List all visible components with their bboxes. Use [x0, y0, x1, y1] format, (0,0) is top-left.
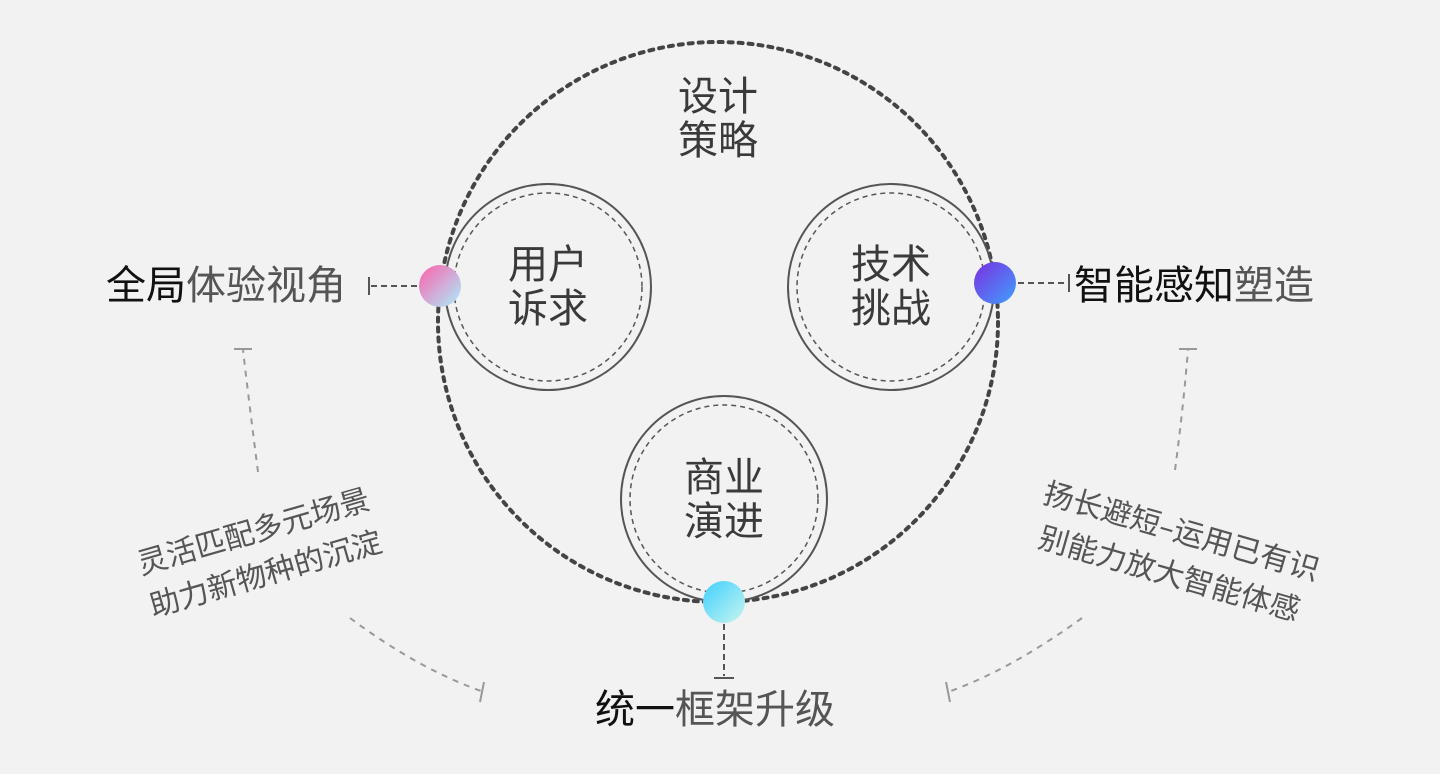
center-title-line2: 策略	[678, 118, 758, 164]
user-node-line1: 用户	[508, 242, 588, 288]
right-label-bold: 智能感知	[1074, 263, 1234, 309]
tech-node-line1: 技术	[851, 242, 931, 288]
business-node-label: 商业 演进	[674, 456, 774, 544]
right-connector	[1018, 274, 1070, 292]
left-note-curve-up	[234, 348, 259, 473]
right-note-curve-down	[945, 617, 1083, 703]
center-title: 设计 策略	[668, 75, 768, 163]
left-label-rest: 体验视角	[186, 263, 346, 309]
right-note-curve-up	[1174, 348, 1197, 471]
tech-node-line2: 挑战	[851, 286, 931, 332]
bottom-label-rest: 框架升级	[675, 687, 835, 733]
center-title-line1: 设计	[678, 74, 758, 120]
right-label-rest: 塑造	[1234, 263, 1314, 309]
user-node-label: 用户 诉求	[498, 243, 598, 331]
bottom-connector	[714, 624, 734, 679]
left-connector	[368, 277, 418, 295]
left-label: 全局体验视角	[106, 266, 346, 306]
right-label: 智能感知塑造	[1074, 266, 1314, 306]
left-gradient-dot	[419, 265, 461, 307]
bottom-label-bold: 统一	[595, 687, 675, 733]
business-node-line2: 演进	[684, 499, 764, 545]
left-note-curve-down	[349, 617, 485, 703]
left-label-bold: 全局	[106, 263, 186, 309]
business-node-line1: 商业	[684, 455, 764, 501]
bottom-gradient-dot	[703, 581, 745, 623]
tech-node-label: 技术 挑战	[841, 243, 941, 331]
bottom-label: 统一框架升级	[595, 690, 835, 730]
user-node-line2: 诉求	[508, 286, 588, 332]
right-gradient-dot	[974, 262, 1016, 304]
